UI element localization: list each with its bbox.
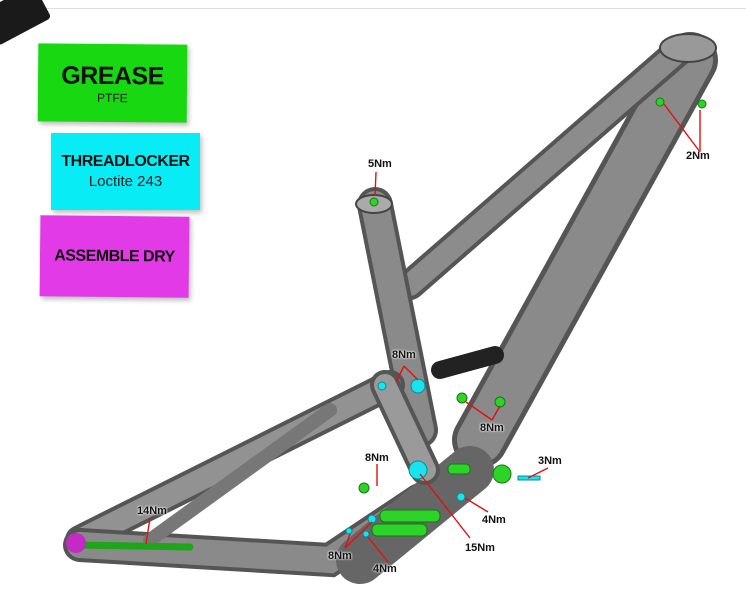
torque-label-shock-mount: 8Nm <box>480 422 504 434</box>
torque-label-seat-clamp: 5Nm <box>368 158 392 170</box>
divider <box>0 8 746 9</box>
torque-label-headtube: 2Nm <box>686 150 710 162</box>
torque-label-bb-small: 4Nm <box>373 563 397 575</box>
torque-label-link-upper: 8Nm <box>392 349 416 361</box>
torque-label-link-side: 8Nm <box>365 452 389 464</box>
torque-label-dropout-pair: 8Nm <box>328 550 352 562</box>
shock <box>431 346 504 379</box>
dropout-dry <box>66 533 86 553</box>
torque-label-main-pivot: 15Nm <box>465 542 495 554</box>
torque-label-axle-bolt: 3Nm <box>538 455 562 467</box>
legend-threadlocker: THREADLOCKER Loctite 243 <box>51 133 200 210</box>
legend-threadlocker-subtitle: Loctite 243 <box>88 173 163 190</box>
legend-threadlocker-title: THREADLOCKER <box>61 153 190 170</box>
torque-label-lower-small: 4Nm <box>482 514 506 526</box>
rear-axle <box>76 541 194 551</box>
torque-label-rear-axle: 14Nm <box>137 505 167 517</box>
